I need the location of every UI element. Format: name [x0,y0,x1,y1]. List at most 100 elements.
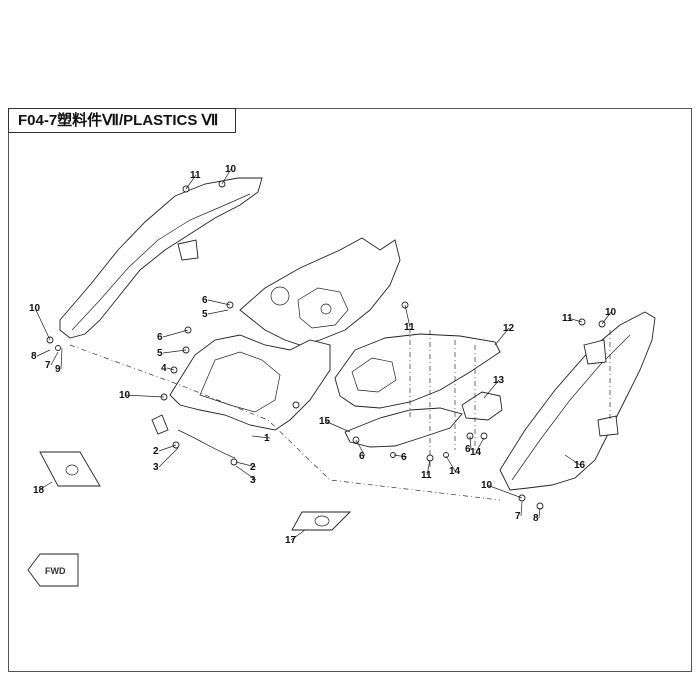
callout-leader [162,349,187,354]
box-inner-wall [199,351,281,413]
callout-number: 1 [264,433,270,444]
callout-10: 10 [481,480,523,499]
callout-6: 6 [355,439,366,462]
callout-14: 14 [470,437,485,458]
lower-cover [344,407,463,448]
tail-cover [334,333,501,409]
callout-6: 6 [202,295,231,306]
callout-leader [251,435,271,439]
callout-leader [166,367,175,371]
callout-number: 14 [470,447,482,458]
inner-fender-detail [297,287,349,329]
box-cable [177,429,236,459]
callout-number: 5 [157,348,163,359]
diagram-frame [8,108,692,672]
callout-leader [404,304,411,328]
right-panel-tab [597,415,619,437]
callout-leader [355,439,366,457]
callout-leader [162,329,189,338]
callout-number: 6 [202,295,208,306]
reflector-18 [39,451,101,487]
callout-number: 7 [515,511,521,522]
callout-leader [538,507,541,519]
page-title: F04-7塑料件Ⅶ/PLASTICS Ⅶ [8,108,236,133]
callout-leader [290,529,306,541]
callout-leader [158,447,179,468]
callout-leader [124,394,165,398]
callout-10: 10 [119,390,165,401]
callout-leader [469,435,472,450]
callout-6: 6 [393,452,408,463]
left-panel-inner-edge [71,193,251,331]
reflector-17-lens [314,515,330,527]
callout-leader [393,454,408,458]
callout-number: 17 [285,535,297,546]
callout-number: 10 [29,303,41,314]
under-seat-box [169,334,331,431]
callout-leader [235,461,257,468]
callout-3: 3 [153,447,179,473]
callout-leader [564,454,581,466]
callout-number: 11 [421,470,432,481]
callout-10: 10 [29,303,51,341]
fender-boss [270,286,290,306]
callout-leader [34,307,51,341]
callout-4: 4 [161,363,175,374]
callout-2: 2 [235,461,257,473]
callout-number: 12 [503,323,515,334]
callout-leader [520,501,523,517]
callout-9: 9 [55,347,63,375]
reflector-17 [291,511,352,531]
callout-7: 7 [515,501,523,522]
callout-7: 7 [45,351,59,371]
callout-leader [50,351,59,366]
callout-leader [494,327,510,346]
callout-number: 6 [157,332,163,343]
callout-leader [601,311,612,325]
callout-number: 16 [574,460,586,471]
callout-number: 11 [562,313,573,324]
bracket-13 [461,391,503,421]
callout-leader [207,299,231,306]
callout-number: 11 [190,170,201,181]
callout-8: 8 [533,507,541,524]
callout-11: 11 [562,313,583,324]
callout-5: 5 [202,309,229,320]
callout-number: 7 [45,360,51,371]
callout-10: 10 [221,164,237,185]
callout-leader [60,347,63,370]
callout-leader [221,168,232,185]
callout-number: 8 [533,513,539,524]
callout-number: 3 [153,462,159,473]
callout-number: 6 [359,451,365,462]
callout-number: 15 [319,416,331,427]
callout-11: 11 [421,459,432,481]
fwd-label: FWD [45,566,66,576]
callout-2: 2 [153,444,177,457]
callout-leader [483,379,500,399]
callout-6: 6 [465,435,472,455]
callout-leader [207,309,229,315]
right-panel-bracket [583,339,607,365]
callout-leader [567,317,583,323]
callout-leader [486,484,523,499]
callout-10: 10 [601,307,617,325]
callout-5: 5 [157,348,187,359]
callout-leader [475,437,485,453]
callout-number: 10 [119,390,131,401]
callout-leader [38,481,53,491]
callout-17: 17 [285,529,306,546]
callout-8: 8 [31,349,51,362]
callout-number: 8 [31,351,37,362]
callout-number: 14 [449,466,461,477]
inner-fender-panel [239,237,401,346]
callout-11: 11 [185,170,201,190]
callout-leader [158,444,177,452]
callout-6: 6 [157,329,189,343]
reflector-18-lens [65,464,79,476]
callout-number: 10 [225,164,237,175]
callout-number: 6 [401,452,407,463]
callout-leader [185,174,197,190]
callout-leader [324,420,351,433]
